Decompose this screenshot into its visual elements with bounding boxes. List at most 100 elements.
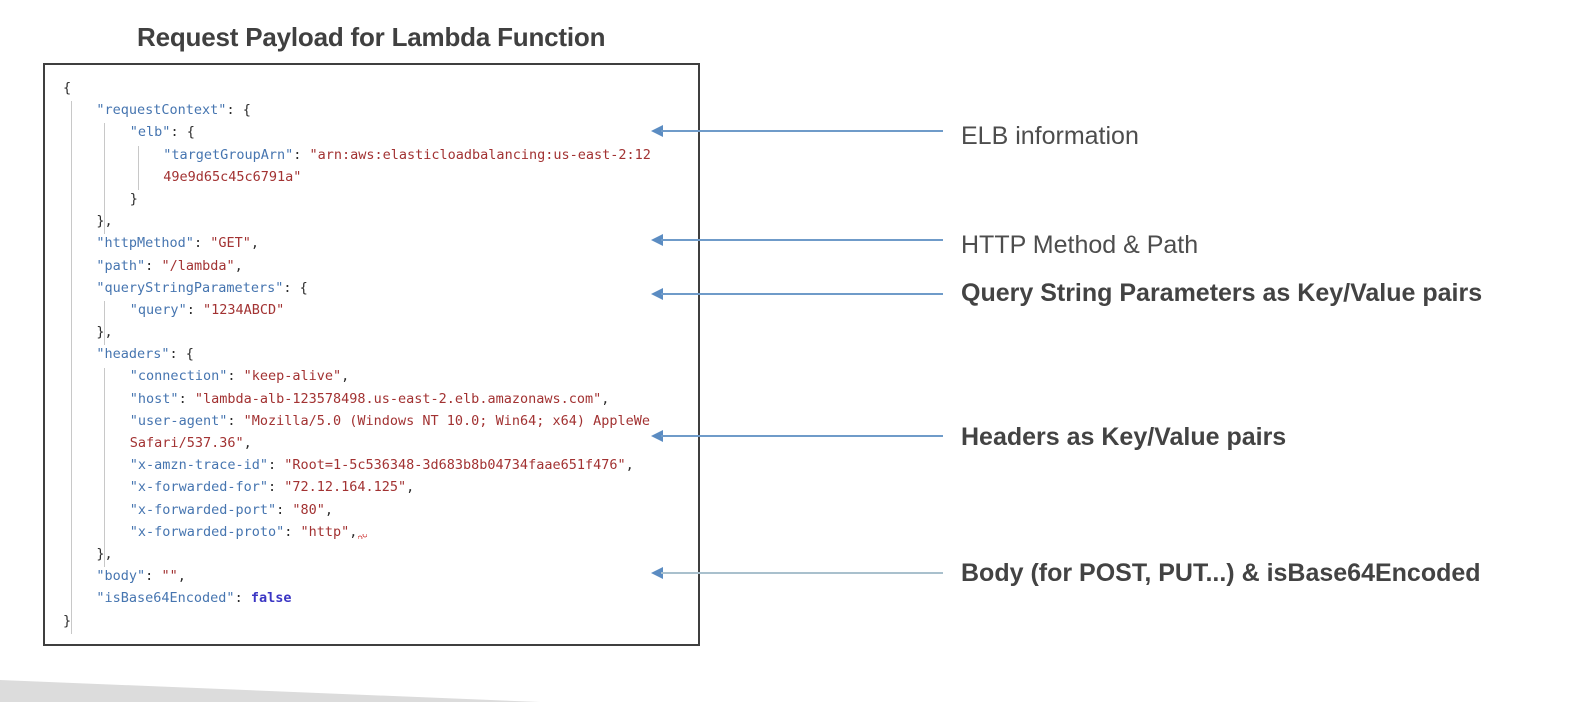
json-key: "elb"	[129, 124, 171, 141]
json-punctuation: :	[178, 390, 195, 407]
json-key: "path"	[96, 257, 146, 274]
json-punctuation: :	[276, 501, 293, 518]
json-literal-value: false	[250, 590, 292, 607]
json-key: "query"	[129, 301, 187, 318]
json-punctuation: {	[63, 80, 72, 96]
json-key: "x-forwarded-for"	[129, 479, 268, 496]
json-punctuation: :	[227, 412, 244, 429]
annotation-label-body-isbase64encoded: Body (for POST, PUT...) & isBase64Encode…	[961, 559, 1481, 587]
json-key: "user-agent"	[129, 412, 228, 429]
code-line: "connection": "keep-alive",	[63, 365, 651, 387]
annotation-arrow-elb-information	[651, 124, 945, 138]
code-line: "x-forwarded-port": "80",	[63, 499, 651, 521]
json-punctuation: ,	[625, 457, 634, 474]
indent-guide	[104, 123, 106, 235]
annotation-label-query-string-parameters: Query String Parameters as Key/Value pai…	[961, 279, 1483, 307]
code-line: "headers": {	[63, 343, 651, 365]
code-line: "queryStringParameters": {	[63, 277, 651, 299]
spellcheck-squiggle-icon	[358, 533, 368, 539]
json-string-value: "/lambda"	[161, 257, 235, 274]
json-key: "httpMethod"	[96, 235, 194, 252]
indent-guide	[137, 145, 139, 190]
json-punctuation: :	[234, 590, 251, 607]
json-punctuation: ,	[601, 390, 610, 407]
json-punctuation: :	[145, 568, 162, 585]
json-punctuation: : {	[169, 346, 194, 363]
code-line: "x-forwarded-proto": "http",	[63, 521, 651, 543]
json-string-value: "http"	[300, 523, 350, 540]
code-line: },	[63, 543, 651, 565]
code-line: "user-agent": "Mozilla/5.0 (Windows NT 1…	[63, 410, 651, 432]
code-line: }	[63, 610, 651, 632]
json-punctuation: :	[227, 368, 244, 385]
code-payload-box: {"requestContext": {"elb": {"targetGroup…	[43, 63, 700, 646]
json-string-value: "Mozilla/5.0 (Windows NT 10.0; Win64; x6…	[243, 412, 650, 429]
code-line: Safari/537.36",	[63, 432, 651, 454]
json-key: "host"	[129, 390, 179, 407]
arrow-line	[661, 130, 943, 132]
json-punctuation: :	[193, 235, 211, 252]
code-line: },	[63, 210, 651, 232]
json-key: "x-amzn-trace-id"	[129, 457, 268, 474]
json-punctuation: :	[293, 146, 310, 163]
annotation-arrow-query-string-parameters	[651, 287, 945, 301]
json-key: "queryStringParameters"	[96, 279, 284, 296]
code-line: "targetGroupArn": "arn:aws:elasticloadba…	[63, 144, 651, 166]
code-line: "host": "lambda-alb-123578498.us-east-2.…	[63, 388, 651, 410]
page-title: Request Payload for Lambda Function	[137, 22, 606, 52]
arrow-line	[661, 435, 943, 437]
arrow-head-icon	[651, 288, 663, 300]
indent-guide	[104, 301, 106, 346]
code-line: {	[63, 77, 651, 99]
json-string-value: "lambda-alb-123578498.us-east-2.elb.amaz…	[194, 390, 602, 407]
code-line: },	[63, 321, 651, 343]
annotation-label-elb-information: ELB information	[961, 122, 1139, 150]
json-string-value: "arn:aws:elasticloadbalancing:us-east-2:…	[309, 146, 651, 163]
json-key: "requestContext"	[96, 102, 227, 119]
annotation-arrow-headers-key-value	[651, 429, 945, 443]
code-line: "isBase64Encoded": false	[63, 587, 651, 609]
code-line: "elb": {	[63, 121, 651, 143]
json-string-value: ""	[161, 568, 178, 585]
arrow-head-icon	[651, 125, 663, 137]
json-punctuation: :	[267, 479, 285, 496]
code-line: "x-amzn-trace-id": "Root=1-5c536348-3d68…	[63, 454, 651, 476]
json-punctuation: ,	[177, 568, 186, 585]
decorative-wedge	[0, 680, 540, 702]
arrow-line	[661, 239, 943, 241]
code-line: "httpMethod": "GET",	[63, 232, 651, 254]
arrow-head-icon	[651, 234, 663, 246]
annotation-label-headers-key-value: Headers as Key/Value pairs	[961, 423, 1287, 451]
json-key: "body"	[96, 568, 146, 585]
json-string-value: "1234ABCD"	[202, 301, 285, 318]
json-punctuation: ,	[324, 501, 334, 518]
json-punctuation: ,	[406, 479, 415, 496]
json-string-value: Safari/537.36"	[129, 435, 244, 451]
json-punctuation: :	[145, 257, 162, 274]
code-line: 49e9d65c45c6791a"	[63, 166, 651, 188]
json-punctuation: }	[129, 190, 138, 207]
json-string-value: "GET"	[210, 235, 251, 252]
json-key: "targetGroupArn"	[163, 146, 294, 163]
json-string-value: "80"	[292, 501, 325, 518]
code-line: "path": "/lambda",	[63, 255, 651, 277]
annotation-arrow-http-method-path	[651, 233, 945, 247]
json-key: "x-forwarded-port"	[129, 501, 277, 518]
indent-guide	[104, 367, 106, 568]
indent-guide	[71, 101, 72, 634]
json-punctuation: :	[267, 457, 285, 474]
json-punctuation: }	[63, 612, 72, 629]
code-line: "x-forwarded-for": "72.12.164.125",	[63, 476, 651, 498]
json-punctuation: : {	[283, 279, 308, 296]
code-line: }	[63, 188, 651, 210]
json-key: "connection"	[129, 368, 228, 385]
annotation-label-http-method-path: HTTP Method & Path	[961, 231, 1199, 259]
json-punctuation: : {	[170, 124, 195, 141]
json-key: "x-forwarded-proto"	[129, 523, 285, 540]
arrow-line	[661, 293, 943, 295]
annotation-arrow-body-isbase64encoded	[651, 566, 945, 580]
json-punctuation: ,	[349, 523, 358, 540]
arrow-head-icon	[651, 430, 663, 442]
json-punctuation: :	[284, 523, 301, 540]
json-punctuation: ,	[250, 235, 259, 252]
